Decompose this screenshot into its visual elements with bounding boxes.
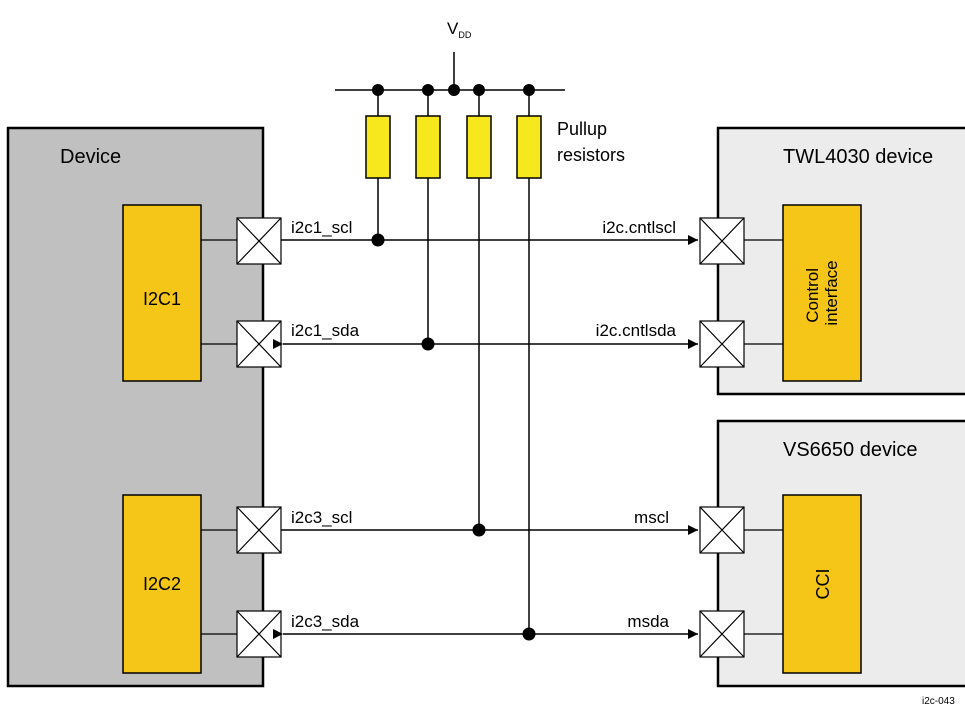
label-i2c1-scl: i2c1_scl [291,218,352,237]
resistor-1 [365,115,391,179]
control-interface-label: Control interface [803,260,841,325]
bus-lines [273,235,698,639]
pad-i2c1-sda [236,320,282,368]
pad-i2c1-scl [236,217,282,265]
i2c1-block [122,204,202,382]
label-msda: msda [627,612,669,631]
pullup-resistors [365,115,542,179]
i2c1-label: I2C1 [143,289,181,309]
vs6650-title: VS6650 device [783,439,918,461]
pad-cntlsda [699,320,745,368]
i2c2-label: I2C2 [143,574,181,594]
pullup-wires [377,90,530,634]
label-cntlscl: i2c.cntlscl [602,218,676,237]
device-title: Device [60,146,121,168]
twl4030-title: TWL4030 device [783,146,933,168]
junction-dots [371,84,536,641]
resistor-2 [415,115,441,179]
cci-label: CCI [813,569,833,600]
label-i2c1-sda: i2c1_sda [291,321,360,340]
label-cntlsda: i2c.cntlsda [596,321,677,340]
vdd-label: VDD [447,19,472,40]
pad-i2c3-sda [236,610,282,658]
cci-block [782,494,862,674]
io-pads [236,217,745,658]
pad-msda [699,610,745,658]
label-i2c3-scl: i2c3_scl [291,508,352,527]
pullup-label: Pullup resistors [557,119,625,165]
pad-i2c3-scl [236,506,282,554]
resistor-3 [466,115,492,179]
pad-cntlscl [699,217,745,265]
i2c2-block [122,494,202,674]
label-i2c3-sda: i2c3_sda [291,612,360,631]
figure-id: i2c-043 [922,696,955,707]
pad-stubs [201,239,783,635]
resistor-4 [516,115,542,179]
control-interface-block [782,204,862,382]
signal-labels: i2c1_scl i2c1_sda i2c3_scl i2c3_sda i2c.… [291,218,677,631]
pad-mscl [699,506,745,554]
label-mscl: mscl [634,508,669,527]
